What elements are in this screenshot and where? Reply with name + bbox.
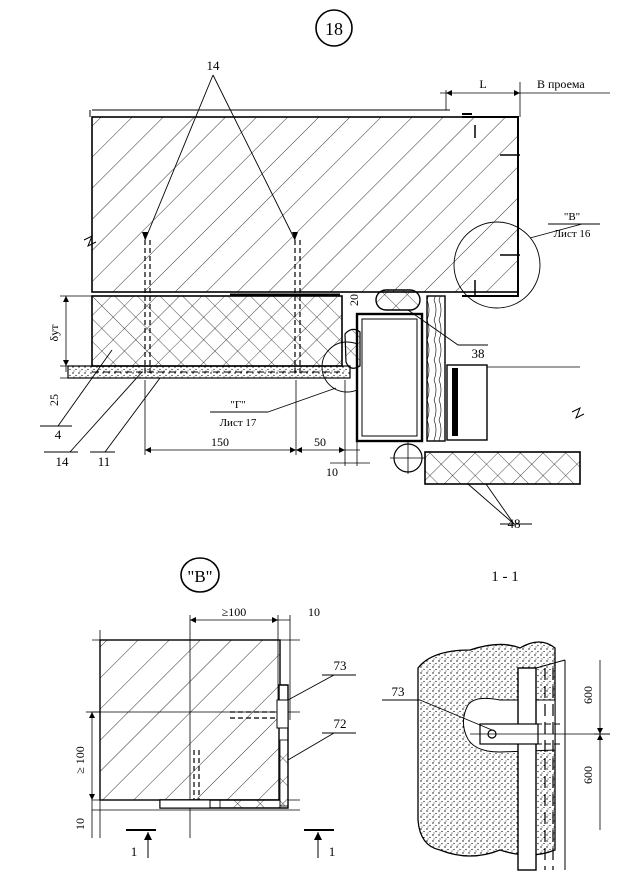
b-dim-10-top: 10 (308, 605, 320, 619)
callout-b-ref: "В" (564, 211, 580, 223)
frame-profile (355, 312, 424, 443)
main-section-drawing: L В проема 14 "В" Лист 16 "Г" Лист 17 (40, 58, 610, 531)
sheet-number-badge: 18 (315, 9, 353, 47)
b-dim-100-left: ≥ 100 (73, 746, 87, 774)
s-dim-600-top: 600 (581, 686, 595, 704)
pos-72: 72 (334, 716, 347, 731)
dim-L: L (479, 77, 486, 91)
section-1-1-drawing: 1 - 1 73 600 600 (382, 569, 610, 871)
dim-50: 50 (314, 435, 326, 449)
seal-38 (375, 289, 421, 311)
callout-14-top: 14 (207, 58, 221, 73)
section-title-b: "В" (187, 567, 212, 586)
pos-38: 38 (472, 346, 485, 361)
pos-14: 14 (56, 454, 70, 469)
wood-strip (426, 295, 446, 442)
opening-label: В проема (537, 77, 585, 91)
wall-block (91, 116, 519, 293)
pos-4: 4 (55, 427, 62, 442)
callout-b-sheet: Лист 16 (554, 228, 591, 240)
dim-delta: δут (47, 324, 61, 342)
callout-g-ref: "Г" (230, 399, 245, 411)
dim-20: 20 (347, 294, 361, 306)
pos-48: 48 (508, 516, 521, 531)
s-dim-600-bottom: 600 (581, 766, 595, 784)
b-dim-100: ≥100 (222, 605, 247, 619)
s-pos-73: 73 (392, 684, 405, 699)
profile-edge (517, 667, 537, 871)
dim-25: 25 (47, 394, 61, 406)
insulation-layer (91, 295, 343, 367)
cut-1-left: 1 (131, 844, 138, 859)
detail-b-circle (453, 221, 541, 309)
cut-1-right: 1 (329, 844, 336, 859)
sill-board (424, 451, 581, 485)
dim-150: 150 (211, 435, 229, 449)
callout-g-sheet: Лист 17 (220, 417, 257, 429)
dim-10: 10 (326, 465, 338, 479)
pos-73: 73 (334, 658, 347, 673)
b-dim-10-left: 10 (73, 818, 87, 830)
detail-b-drawing: "В" ≥100 10 ≥ 100 10 73 (73, 557, 356, 859)
section-title-11: 1 - 1 (491, 569, 519, 585)
pos-11: 11 (98, 454, 111, 469)
sheet-number: 18 (325, 19, 343, 39)
